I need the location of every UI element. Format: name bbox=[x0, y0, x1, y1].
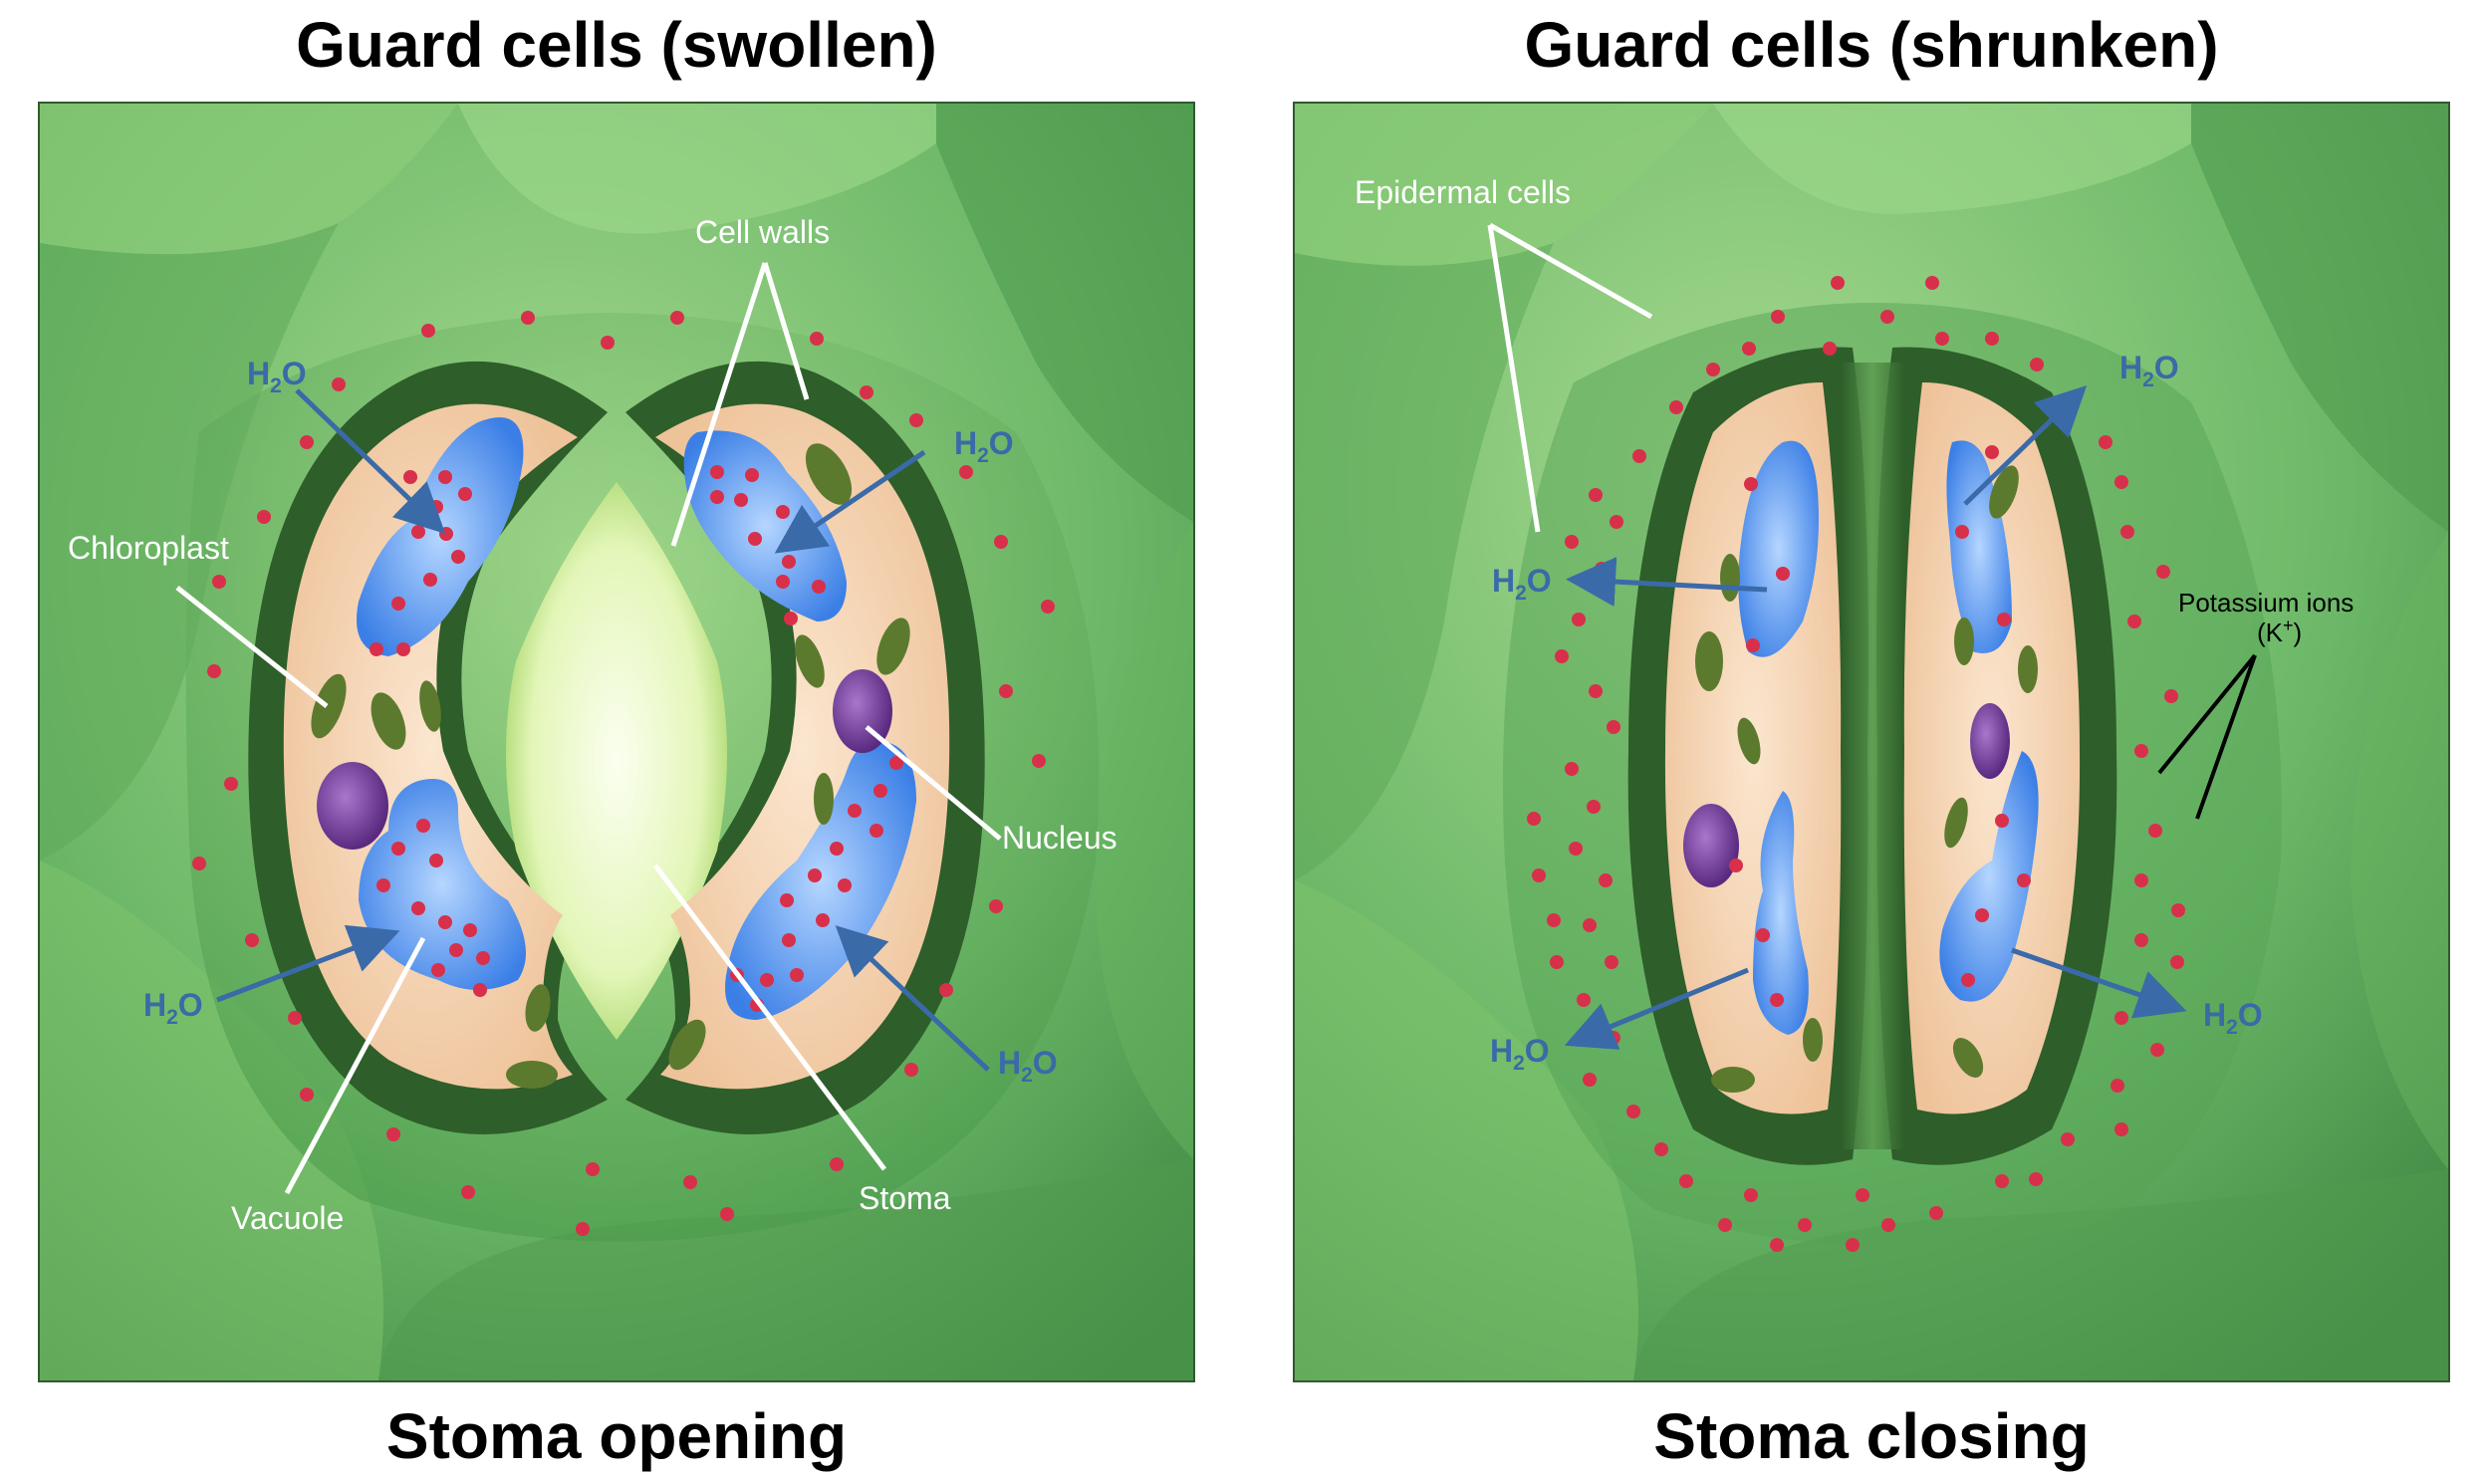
chloroplast bbox=[2018, 645, 2038, 693]
epidermal-cells-pointer bbox=[1487, 224, 1541, 533]
water-in-arrow bbox=[774, 449, 926, 554]
closed-stoma-seam bbox=[1841, 363, 1904, 1149]
epidermal-cell bbox=[378, 1159, 1193, 1380]
epidermal-cell bbox=[1096, 522, 1193, 1159]
water-arrows bbox=[1564, 385, 2187, 1050]
vacuole bbox=[725, 741, 916, 1020]
water-out-arrow bbox=[2011, 947, 2187, 1019]
cell-walls-label: Cell walls bbox=[695, 214, 830, 250]
chloroplast bbox=[506, 1061, 558, 1089]
chloroplast bbox=[419, 680, 441, 732]
water-out-arrow bbox=[1963, 385, 2088, 506]
chloroplasts bbox=[1695, 465, 2038, 1093]
water-out-arrow bbox=[1564, 967, 1749, 1050]
vacuole bbox=[683, 430, 847, 621]
epidermal-cell bbox=[2191, 104, 2448, 532]
nucleus-pointer bbox=[865, 725, 1002, 841]
chloroplast bbox=[876, 618, 910, 675]
stoma-opening-panel: Cell walls Chloroplast Nucleus Vacuole S… bbox=[38, 102, 1195, 1382]
left-title: Guard cells (swollen) bbox=[296, 9, 937, 81]
potassium-pointer bbox=[2157, 653, 2257, 820]
epidermal-cells-pointer bbox=[1488, 222, 1653, 320]
epidermal-cell bbox=[1295, 243, 1554, 880]
stoma-pointer bbox=[653, 864, 886, 1171]
stoma-opening-diagram: Cell walls Chloroplast Nucleus Vacuole S… bbox=[40, 104, 1193, 1380]
vacuole bbox=[1738, 440, 1819, 657]
chloroplast bbox=[1711, 1067, 1755, 1093]
chloroplast bbox=[525, 984, 551, 1032]
chloroplast bbox=[795, 634, 825, 688]
chloroplast bbox=[1695, 631, 1723, 691]
chloroplast bbox=[668, 1019, 706, 1071]
water-label: H2O bbox=[1490, 1033, 1550, 1075]
left-caption: Stoma opening bbox=[385, 1400, 848, 1472]
epidermal-cell bbox=[1633, 1169, 2448, 1380]
stoma-closing-panel: Epidermal cells Potassium ions (K+) H2O … bbox=[1293, 102, 2450, 1382]
chloroplast-pointer bbox=[175, 586, 329, 708]
chloroplast bbox=[1952, 1038, 1984, 1078]
water-arrows bbox=[216, 388, 990, 1072]
chloroplast bbox=[371, 692, 406, 750]
vacuole bbox=[1753, 791, 1809, 1035]
water-label: H2O bbox=[954, 425, 1014, 467]
leader-lines bbox=[175, 262, 1002, 1195]
potassium-ions-label: Potassium ions bbox=[2178, 588, 2354, 618]
cell-walls-pointer bbox=[762, 262, 810, 400]
nucleus bbox=[1683, 804, 1739, 887]
chloroplast bbox=[1944, 797, 1968, 849]
epidermal-cell bbox=[1295, 880, 1638, 1380]
water-label: H2O bbox=[998, 1045, 1058, 1087]
vacuole-pointer bbox=[284, 936, 426, 1195]
epidermal-cell bbox=[40, 861, 383, 1380]
potassium-ions bbox=[1527, 276, 2185, 1252]
water-label: H2O bbox=[2203, 997, 2263, 1039]
vacuole bbox=[359, 779, 526, 990]
chloroplast bbox=[1737, 717, 1761, 765]
right-caption: Stoma closing bbox=[1653, 1400, 2090, 1472]
right-title: Guard cells (shrunken) bbox=[1524, 9, 2219, 81]
cell-walls-pointer bbox=[670, 262, 768, 547]
chloroplast bbox=[1954, 618, 1974, 665]
chloroplast bbox=[1989, 465, 2019, 519]
nucleus bbox=[1970, 703, 2010, 779]
chloroplast bbox=[814, 773, 834, 825]
epidermal-cell bbox=[458, 104, 936, 234]
chloroplast bbox=[1720, 554, 1740, 602]
water-in-arrow bbox=[295, 388, 446, 534]
water-label: H2O bbox=[247, 356, 307, 397]
epidermal-cell bbox=[1295, 104, 1713, 266]
leader-lines bbox=[1487, 222, 1653, 533]
chloroplast-label: Chloroplast bbox=[68, 530, 229, 566]
epidermal-cell bbox=[1713, 104, 2191, 214]
water-label: H2O bbox=[143, 987, 203, 1029]
epidermal-cell bbox=[936, 104, 1193, 522]
potassium-pointer-line bbox=[2157, 653, 2257, 775]
chloroplast bbox=[311, 673, 347, 739]
stoma-label: Stoma bbox=[859, 1180, 951, 1216]
epidermal-cell bbox=[40, 104, 458, 255]
stoma-pore bbox=[506, 482, 727, 1040]
chloroplast bbox=[805, 443, 853, 505]
water-out-arrow bbox=[1566, 557, 1768, 608]
potassium-pointer-line bbox=[2195, 654, 2257, 820]
nucleus bbox=[833, 669, 892, 753]
water-label: H2O bbox=[1492, 563, 1552, 605]
epidermal-cells-label: Epidermal cells bbox=[1355, 174, 1571, 210]
chloroplasts bbox=[311, 443, 910, 1089]
vacuole-label: Vacuole bbox=[231, 1200, 344, 1236]
epidermal-cell bbox=[40, 223, 339, 861]
stoma-closing-diagram: Epidermal cells Potassium ions (K+) H2O … bbox=[1295, 104, 2448, 1380]
water-in-arrow bbox=[216, 924, 400, 1003]
potassium-symbol-label: (K+) bbox=[2257, 616, 2302, 647]
nucleus-label: Nucleus bbox=[1002, 820, 1118, 856]
water-in-arrow bbox=[835, 925, 990, 1072]
vacuole bbox=[1939, 751, 2039, 1002]
chloroplast bbox=[1803, 1018, 1823, 1062]
nucleus bbox=[317, 762, 388, 850]
water-label: H2O bbox=[2119, 350, 2179, 391]
epidermal-cell bbox=[2351, 532, 2448, 1169]
